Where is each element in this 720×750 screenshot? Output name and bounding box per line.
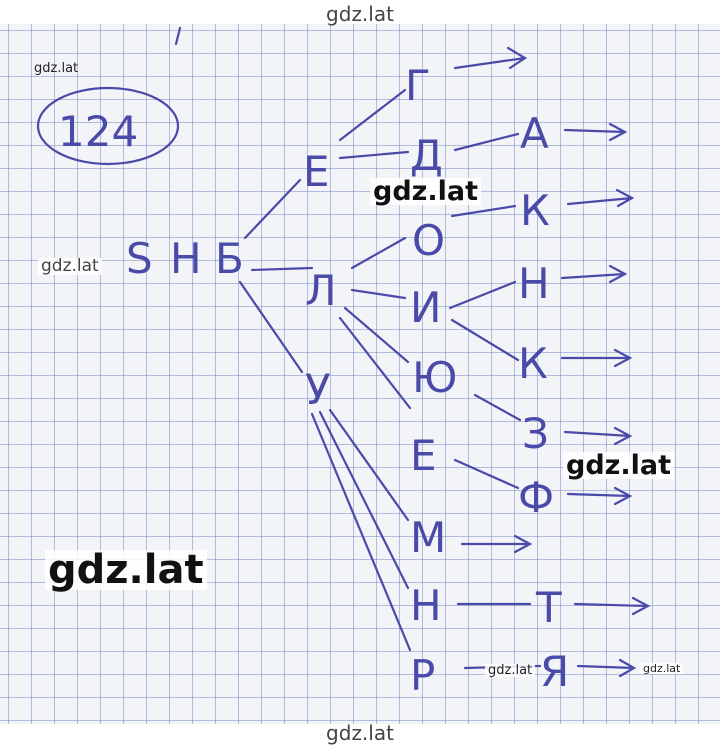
arrow-icon: [566, 486, 633, 506]
branch-u-m: [328, 408, 410, 522]
watermark-small-bottom-mid: gdz.lat: [485, 664, 536, 677]
level1-l: Л: [305, 266, 337, 315]
branch-l-i: [350, 288, 407, 300]
watermark-large-bottom-left: gdz.lat: [45, 550, 207, 590]
level2-o: О: [412, 216, 445, 265]
stray-mark: [174, 26, 182, 46]
level3-ya: Я: [540, 647, 569, 696]
branch-b-u: [238, 280, 304, 374]
arrow-icon: [573, 596, 651, 616]
root-letter-s: S: [126, 234, 153, 283]
branch-u-r: [310, 412, 412, 652]
level2-n: Н: [410, 581, 442, 630]
level1-e: Е: [303, 147, 330, 196]
level2-g: Г: [405, 61, 431, 110]
branch-o-k: [450, 204, 517, 218]
arrow-icon: [563, 122, 628, 142]
arrow-icon: [566, 188, 635, 208]
level3-f: Ф: [518, 473, 554, 522]
branch-i-k: [450, 318, 520, 362]
watermark-small-left-mid: gdz.lat: [38, 258, 102, 275]
level2-yu: Ю: [412, 353, 457, 402]
watermark-bold-center: gdz.lat: [370, 178, 482, 205]
arrow-icon: [563, 426, 633, 446]
watermark-bold-right: gdz.lat: [563, 452, 675, 479]
level2-i: И: [410, 283, 441, 332]
level2-m: М: [410, 513, 446, 562]
level3-a: А: [520, 109, 549, 158]
root-letter-n: Н: [170, 234, 202, 283]
branch-e-g: [338, 88, 407, 142]
level3-t: Т: [535, 583, 562, 632]
level3-z: З: [522, 409, 549, 458]
exercise-number: 124: [58, 107, 138, 156]
level1-u: У: [305, 365, 331, 414]
watermark-small-left-top: gdz.lat: [34, 61, 79, 76]
watermark-small-bottom-right: gdz.lat: [640, 663, 684, 674]
watermark-top: gdz.lat: [326, 2, 394, 26]
root-letter-b: Б: [215, 234, 244, 283]
arrow-icon: [560, 264, 628, 284]
arrow-icon: [560, 348, 633, 368]
watermark-bottom: gdz.lat: [326, 721, 394, 745]
branch-b-e: [243, 178, 302, 240]
branch-l-yu: [343, 306, 410, 364]
level3-n: Н: [518, 259, 550, 308]
branch-d-a: [453, 132, 520, 152]
level2-r: Р: [410, 651, 435, 700]
branch-e-d: [338, 150, 410, 160]
level3-k: К: [520, 186, 550, 235]
arrow-icon: [453, 46, 528, 70]
branch-l-o: [350, 236, 407, 270]
branch-yu-z: [473, 393, 522, 422]
arrow-icon: [576, 658, 637, 678]
branch-b-l: [250, 266, 314, 272]
branch-e-f: [453, 458, 520, 490]
level3-k2: К: [518, 339, 548, 388]
branch-l-e2: [338, 316, 412, 410]
branch-u-n: [318, 410, 410, 590]
number-circle: [36, 86, 180, 166]
level2-e: Е: [410, 431, 437, 480]
arrow-icon: [460, 534, 533, 554]
branch-i-n: [448, 280, 517, 310]
graph-paper-sheet: [0, 24, 720, 724]
level2-d: Д: [410, 131, 443, 180]
